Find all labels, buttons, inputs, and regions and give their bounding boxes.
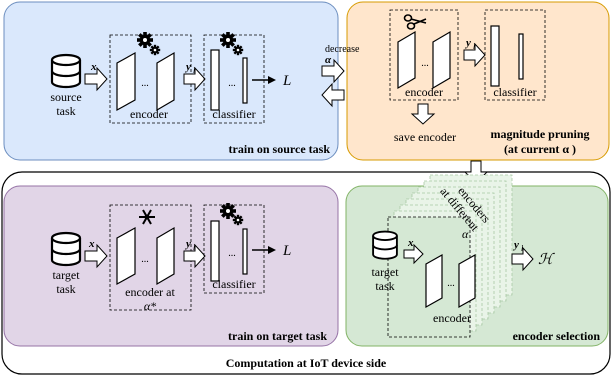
selection-encoder-layer-1 [425, 253, 443, 309]
selection-output-arrow [511, 246, 534, 272]
target-database-icon [50, 231, 82, 267]
selection-output-var: y [512, 239, 519, 251]
pruning-output-var: y [464, 37, 471, 49]
source-encoder-ellipsis: ... [141, 78, 149, 89]
pruning-encoder-box [389, 9, 459, 101]
pruning-classifier-layer-2 [518, 33, 524, 80]
target-encoder-alpha: α* [144, 299, 156, 313]
target-input-var: x [88, 238, 95, 250]
target-encoder-ellipsis: ... [141, 254, 149, 265]
loop-forward-arrow [321, 58, 345, 84]
target-panel: target task x ... encoder at α* y l ... … [3, 185, 339, 347]
source-classifier-label: classifier [212, 107, 255, 121]
target-loss: L [282, 243, 291, 259]
loop-back-arrow [321, 82, 345, 108]
selection-encoder-label: encoder [433, 311, 471, 325]
target-classifier-label: classifier [212, 277, 255, 291]
target-panel-title: train on target task [228, 329, 327, 343]
target-encoder-layer-1 [116, 226, 136, 286]
selection-encoder-layer-2 [458, 253, 476, 309]
target-output-arrow [183, 243, 206, 269]
pruning-classifier-box [484, 9, 546, 101]
gear-icon [220, 32, 236, 48]
decrease-alpha: α [325, 54, 332, 66]
gear-icon [232, 44, 244, 56]
selection-task-label-2: task [375, 279, 394, 293]
save-encoder-label: save encoder [394, 130, 456, 144]
snowflake-icon [139, 209, 155, 225]
target-classifier-layer-2 [242, 228, 248, 275]
pruning-classifier-layer-1 [490, 25, 500, 87]
source-database-icon [50, 53, 82, 89]
gear-icon [220, 203, 236, 219]
source-task-label-2: task [56, 104, 75, 118]
scissors-icon [403, 14, 427, 30]
source-loss-arrowhead [268, 76, 276, 84]
source-encoder-layer-1 [116, 51, 136, 112]
source-encoder-label: encoder [130, 107, 168, 121]
pruning-title: magnitude pruning [490, 127, 589, 141]
source-classifier-layer-1 [210, 49, 220, 111]
target-task-label-2: task [56, 282, 75, 296]
source-encoder-layer-2 [156, 51, 175, 112]
save-encoder-arrow [410, 103, 436, 125]
pruning-output-arrow [463, 42, 486, 68]
target-output-var: y [184, 238, 191, 250]
selection-metric: ℋ [538, 252, 555, 268]
gear-icon [232, 214, 244, 226]
stack-caption-alpha: α [462, 227, 469, 241]
target-classifier-box [203, 204, 265, 294]
pruning-encoder-label: encoder [405, 85, 443, 99]
target-classifier-layer-1 [210, 220, 220, 282]
selection-task-label: target [371, 265, 399, 279]
source-classifier-ellipsis: ... [228, 78, 236, 89]
source-output-arrow [183, 66, 206, 92]
selection-database-icon [372, 230, 398, 260]
gear-icon [149, 44, 161, 56]
target-loss-arrowhead [268, 246, 276, 254]
source-input-var: x [90, 61, 97, 73]
source-classifier-layer-2 [242, 57, 248, 104]
selection-input-var: x [407, 237, 414, 249]
pruning-title-2: (at current α ) [504, 142, 576, 156]
target-task-label: target [52, 268, 80, 282]
target-encoder-box [109, 204, 192, 311]
selection-input-arrow [403, 243, 424, 265]
pruning-encoder-ellipsis: ... [421, 58, 429, 69]
selection-encoder-ellipsis: ... [447, 278, 455, 289]
pruning-encoder-layer-1 [397, 30, 416, 90]
target-input-arrow [84, 243, 108, 269]
source-input-arrow [84, 66, 108, 92]
source-output-var: y [184, 61, 191, 73]
pruning-panel: ... encoder y l classifier save encoder … [346, 1, 610, 161]
source-loss: L [282, 73, 291, 89]
selection-panel-title: encoder selection [513, 329, 601, 343]
gear-icon [137, 32, 153, 48]
pruning-encoder-layer-2 [432, 30, 451, 90]
target-encoder-label: encoder at [125, 285, 175, 299]
target-classifier-ellipsis: ... [228, 248, 236, 259]
target-encoder-layer-2 [156, 226, 175, 286]
selection-panel: encoders at different α target task x ..… [345, 174, 609, 347]
pruning-classifier-label: classifier [493, 85, 536, 99]
source-panel: source task x ... encoder y l ... classi… [3, 1, 339, 161]
source-panel-title: train on source task [229, 142, 331, 156]
source-task-label: source [50, 90, 81, 104]
iot-title: Computation at IoT device side [226, 356, 387, 370]
decrease-label: decrease [325, 44, 360, 55]
